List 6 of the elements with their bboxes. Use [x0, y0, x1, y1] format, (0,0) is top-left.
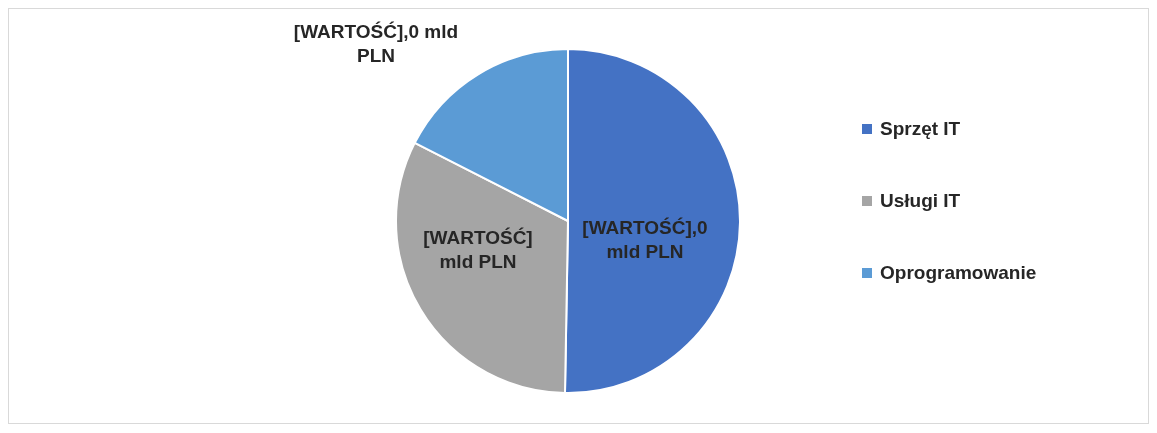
- legend-label: Usługi IT: [880, 190, 961, 212]
- legend-label: Sprzęt IT: [880, 118, 961, 140]
- legend-label: Oprogramowanie: [880, 262, 1037, 284]
- data-label: [WARTOŚĆ],0 mld PLN: [581, 216, 709, 264]
- data-label: [WARTOŚĆ] mld PLN: [422, 226, 534, 274]
- data-label: [WARTOŚĆ],0 mld PLN: [292, 20, 460, 68]
